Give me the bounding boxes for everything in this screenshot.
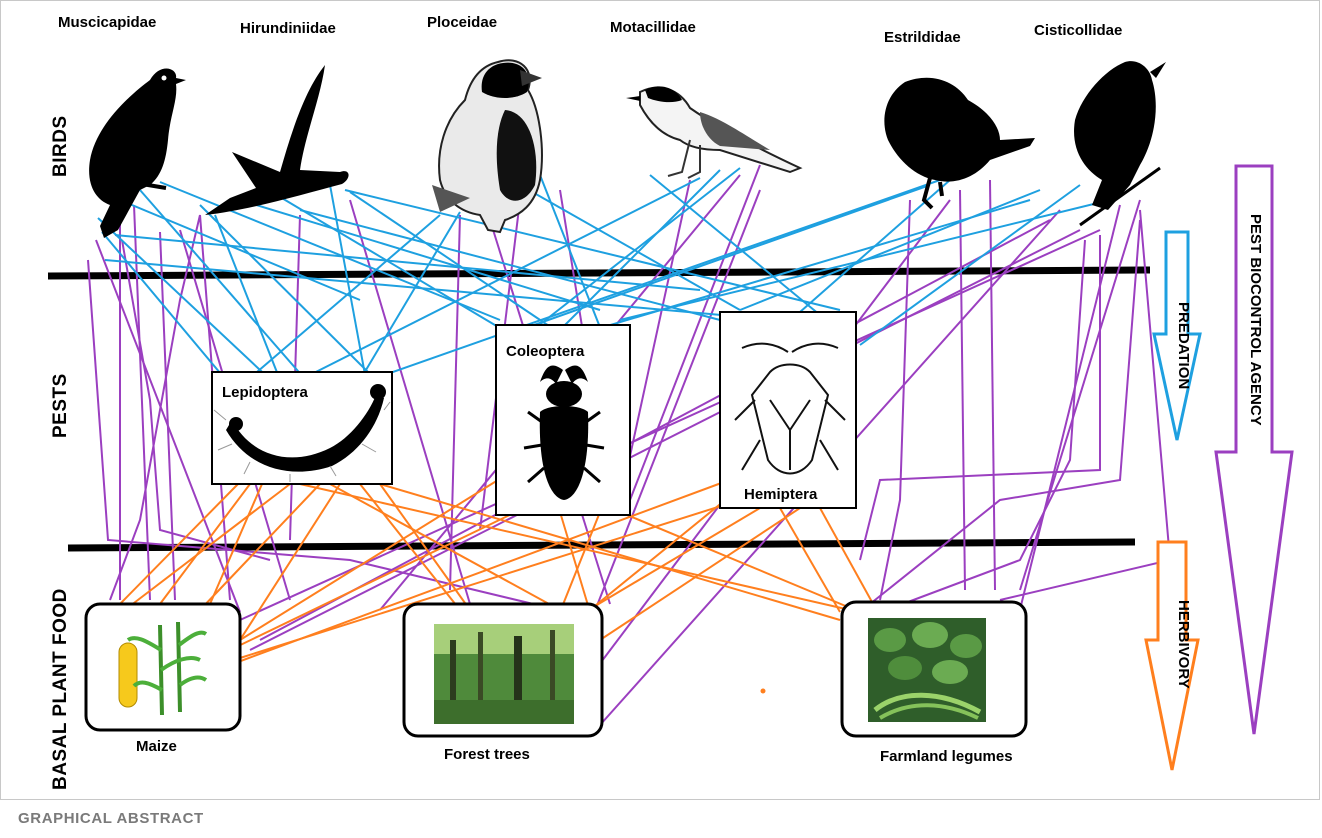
forest-photo-icon <box>434 624 574 724</box>
stray-dot <box>761 689 766 694</box>
bird-estrildidae-icon <box>884 78 1035 208</box>
bird-label-muscicapidae: Muscicapidae <box>58 14 156 31</box>
undefined <box>350 192 555 330</box>
undefined <box>860 185 1080 345</box>
level-label-basal-plant-food: BASAL PLANT FOOD <box>50 588 72 790</box>
undefined <box>990 180 995 590</box>
undefined <box>560 512 600 612</box>
undefined <box>240 484 340 640</box>
undefined <box>580 508 760 615</box>
undefined <box>345 190 840 310</box>
herbivory-label: HERBIVORY <box>1175 600 1192 689</box>
level-label-birds: BIRDS <box>50 115 72 177</box>
pest-label-lepidoptera: Lepidoptera <box>222 384 308 401</box>
undefined <box>540 175 605 340</box>
undefined <box>200 205 378 382</box>
undefined <box>140 190 318 394</box>
bird-muscicapidae-icon <box>89 68 186 238</box>
legumes-photo-icon <box>868 618 986 722</box>
plant-label-maize: Maize <box>136 738 177 755</box>
bird-label-motacillidae: Motacillidae <box>610 19 696 36</box>
bird-label-ploceidae: Ploceidae <box>427 14 497 31</box>
food-web-diagram <box>0 0 1322 800</box>
plant-label-farmland-legumes: Farmland legumes <box>880 748 1013 765</box>
undefined <box>820 508 872 602</box>
pest-label-coleoptera: Coleoptera <box>506 343 584 360</box>
level-label-pests: PESTS <box>50 373 72 438</box>
undefined <box>250 215 440 378</box>
undefined <box>102 232 236 392</box>
bird-label-estrildidae: Estrildidae <box>884 29 961 46</box>
bird-ploceidae-icon <box>432 60 542 232</box>
bird-hirundiniidae-icon <box>205 65 349 215</box>
bird-cisticollidae-icon <box>1074 61 1166 225</box>
figure-caption: GRAPHICAL ABSTRACT <box>18 810 204 827</box>
undefined <box>560 170 720 330</box>
undefined <box>620 200 1110 320</box>
predation-label: PREDATION <box>1175 302 1192 389</box>
plant-label-forest-trees: Forest trees <box>444 746 530 763</box>
undefined <box>215 215 280 380</box>
bird-label-cisticollidae: Cisticollidae <box>1034 22 1122 39</box>
pest-label-hemiptera: Hemiptera <box>744 486 817 503</box>
undefined <box>860 240 1085 620</box>
bird-motacillidae-icon <box>626 86 800 178</box>
bird-label-hirundiniidae: Hirundiniidae <box>240 20 336 37</box>
biocontrol-label: PEST BIOCONTROL AGENCY <box>1247 214 1264 426</box>
